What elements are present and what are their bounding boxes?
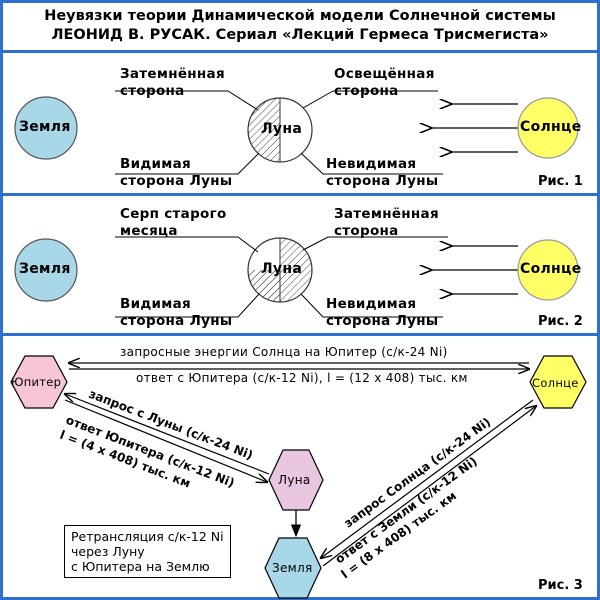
sun-hexagon — [529, 355, 587, 409]
sun-to-jupiter-text: запросные энергии Солнца на Юпитер (с/к-… — [120, 345, 448, 359]
figure-3-panel: запрос с Луны (с/к-24 Ni) ответ Юпитера … — [3, 333, 597, 600]
earth-label: Земля — [19, 119, 71, 135]
relay-box: Ретрансляция с/к-12 Ni через Луну с Юпит… — [64, 525, 231, 578]
fig1-caption: Рис. 1 — [538, 174, 583, 189]
moon-label-3: Луна — [278, 473, 311, 487]
figure-3-graphics: запрос с Луны (с/к-24 Ni) ответ Юпитера … — [10, 355, 587, 599]
sun-circle-2 — [517, 239, 579, 301]
sun-label-2: Солнце — [520, 261, 582, 277]
sun-circle — [517, 97, 579, 159]
earth-label-3: Земля — [272, 561, 313, 575]
moon-label: Луна — [261, 121, 303, 137]
figure-1-graphics — [14, 90, 579, 175]
earth-circle-2 — [14, 238, 78, 302]
title-line-2: ЛЕОНИД В. РУСАК. Сериал «Лекций Гермеса … — [51, 27, 549, 43]
earth-circle — [14, 96, 78, 160]
jupiter-answer-text: ответ с Юпитера (с/к-12 Ni), l = (12 x 4… — [136, 371, 468, 385]
fig2-caption: Рис. 2 — [538, 314, 583, 329]
title-line-1: Неувязки теории Динамической модели Солн… — [44, 8, 556, 24]
jupiter-hexagon — [10, 355, 68, 409]
figure-2-graphics — [14, 236, 579, 318]
earth-label-2: Земля — [19, 261, 71, 277]
sun-label-3: Солнце — [532, 376, 579, 390]
sun-label: Солнце — [520, 119, 582, 135]
earth-answer-text-2: l = (8 x 408) тыс. км — [339, 489, 460, 582]
earth-hexagon — [264, 537, 322, 599]
moon-dark-half — [248, 98, 280, 162]
jupiter-label: Юпитер — [11, 375, 62, 389]
fig3-caption: Рис. 3 — [538, 578, 583, 593]
moon-label-2: Луна — [261, 261, 303, 277]
